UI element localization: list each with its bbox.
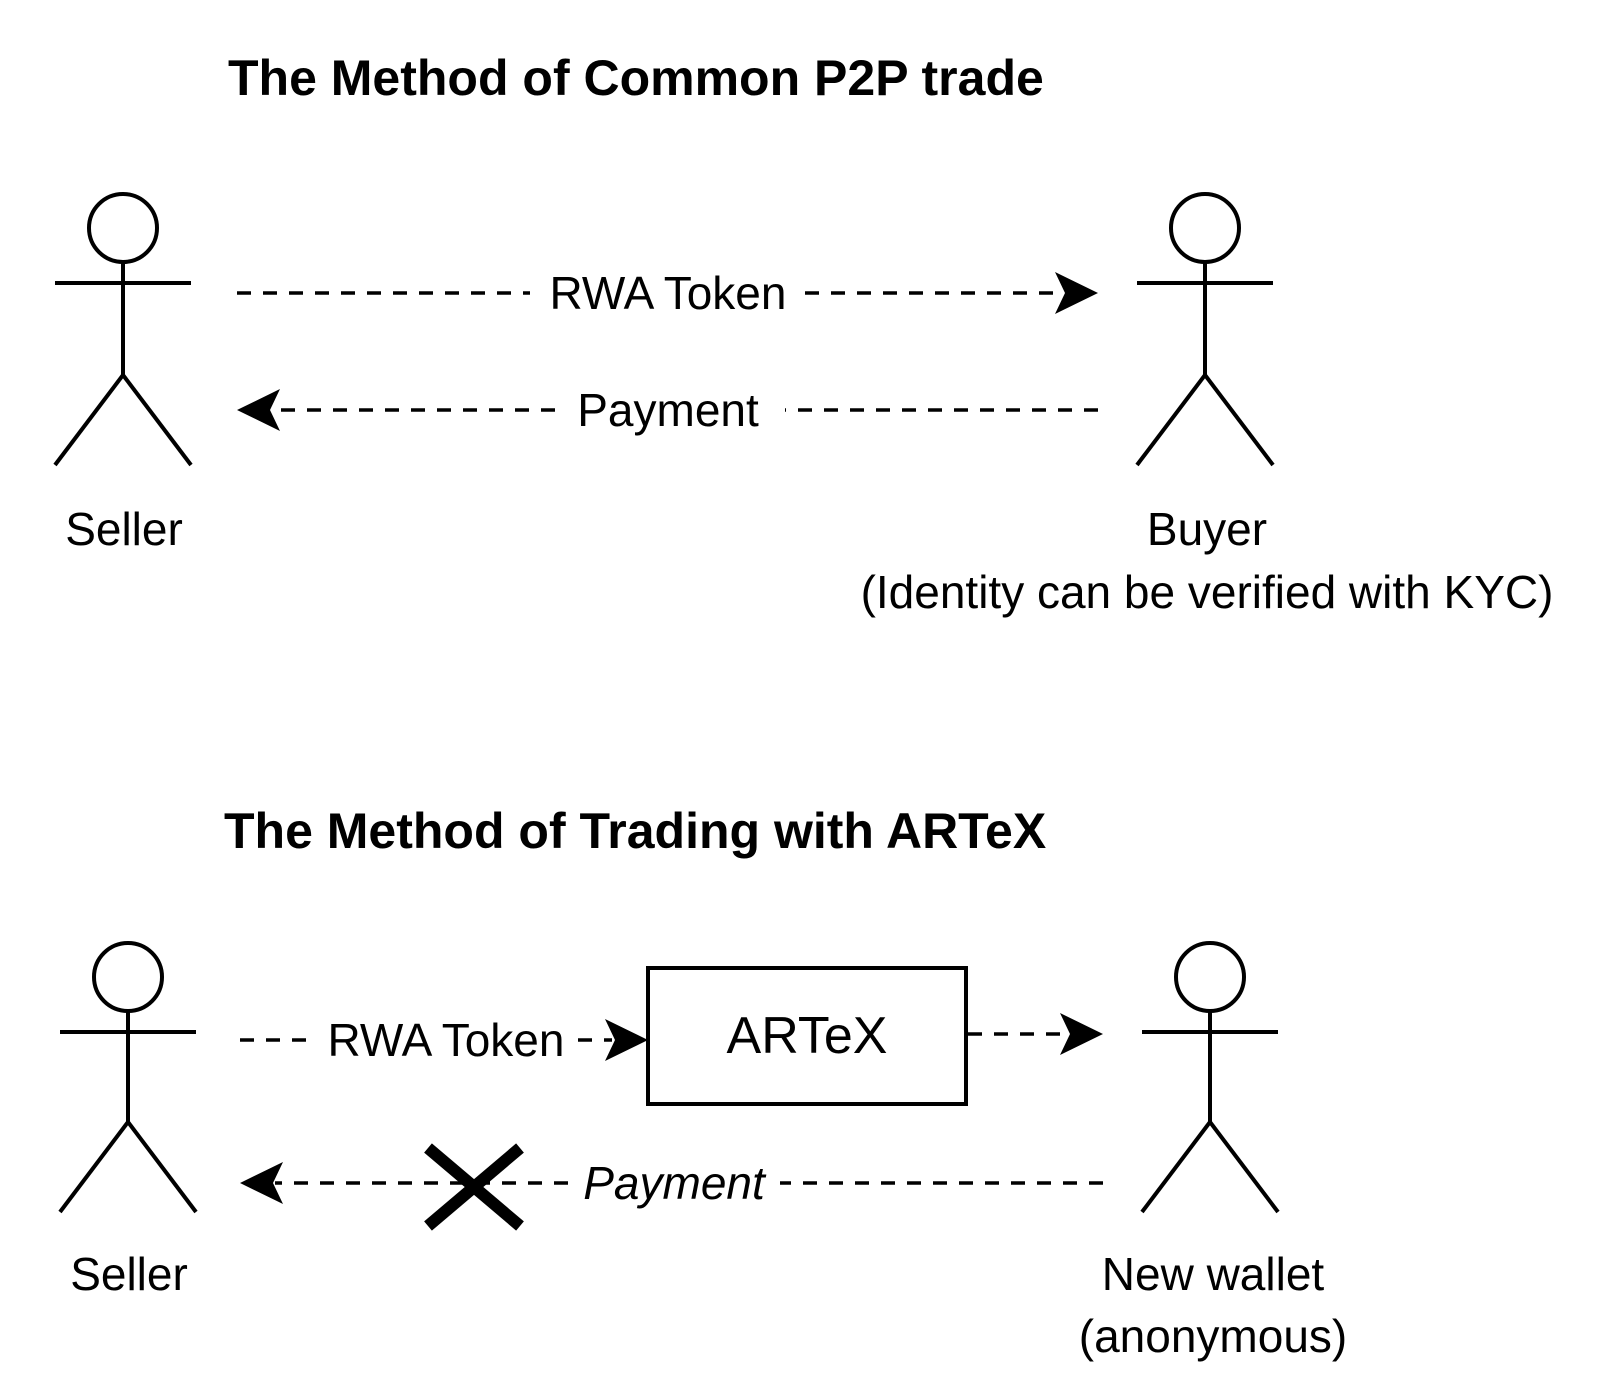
section-artex: The Method of Trading with ARTeX Seller …	[58, 803, 1347, 1362]
seller-label: Seller	[65, 503, 183, 555]
rwa-token-arrow	[237, 272, 1098, 314]
seller-actor-icon	[53, 192, 193, 467]
section-title: The Method of Trading with ARTeX	[224, 803, 1046, 859]
artex-box	[646, 966, 968, 1106]
blocked-cross-icon	[424, 1143, 524, 1231]
artex-box-label: ARTeX	[727, 1007, 888, 1065]
section-title: The Method of Common P2P trade	[228, 50, 1044, 106]
buyer-label: Buyer	[1147, 503, 1267, 555]
seller-label: Seller	[70, 1248, 188, 1300]
payment-arrow-label: Payment	[577, 384, 759, 436]
section-common-p2p: The Method of Common P2P trade Seller Bu…	[53, 50, 1554, 618]
payment-arrow	[237, 389, 1098, 431]
new-wallet-actor-icon	[1140, 941, 1280, 1214]
new-wallet-label: New wallet	[1102, 1248, 1325, 1300]
rwa-token-arrow-label: RWA Token	[328, 1014, 565, 1066]
anonymous-note: (anonymous)	[1079, 1310, 1347, 1362]
payment-arrow-blocked	[240, 1162, 1103, 1204]
artex-to-wallet-arrow	[968, 1013, 1103, 1055]
buyer-actor-icon	[1135, 192, 1275, 467]
buyer-kyc-note: (Identity can be verified with KYC)	[861, 566, 1554, 618]
rwa-token-arrow	[240, 1019, 648, 1061]
seller-actor-icon	[58, 941, 198, 1214]
rwa-token-arrow-label: RWA Token	[550, 267, 787, 319]
payment-arrow-label: Payment	[583, 1157, 767, 1209]
